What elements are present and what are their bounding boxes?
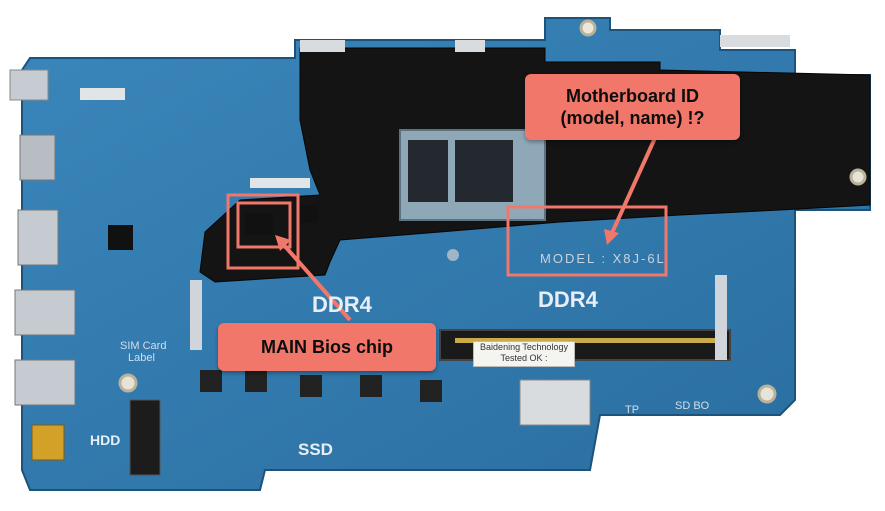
ddr4-label-left: DDR4	[312, 292, 372, 317]
cpu-die-right	[455, 140, 513, 202]
test-sticker: Baidening Technology Tested OK :	[473, 341, 575, 367]
bios-chip	[245, 213, 273, 235]
hdd-label: HDD	[90, 432, 121, 448]
hdmi-port	[17, 209, 59, 266]
sticker-line2: Tested OK :	[500, 352, 548, 363]
callout-motherboard-id-line1: Motherboard ID	[566, 85, 699, 106]
arrow-bios	[281, 242, 352, 322]
sticker-line1: Baidening Technology	[480, 342, 568, 352]
bty-label: BTY	[540, 380, 562, 392]
model-label: MODEL : X8J-6L	[540, 251, 666, 266]
callout-motherboard-id: Motherboard ID (model, name) !?	[525, 74, 740, 140]
sim-label: Label	[128, 352, 155, 364]
highlight-bios-inner	[236, 201, 292, 249]
cpu-die-left	[408, 140, 448, 202]
usb-port-2	[14, 359, 76, 406]
highlight-model	[506, 205, 668, 277]
power-jack	[31, 424, 65, 461]
tp-label: TP	[625, 404, 640, 416]
usb-port-1	[14, 289, 76, 336]
sd-bo-label: SD BO	[675, 400, 710, 412]
arrow-model	[610, 137, 657, 234]
callout-motherboard-id-line2: (model, name) !?	[560, 108, 705, 128]
callout-main-bios: MAIN Bios chip	[218, 323, 436, 371]
ram-latch-right	[715, 275, 727, 360]
battery-connector	[519, 379, 591, 426]
ddr4-label-right: DDR4	[538, 287, 598, 312]
usb-c-port	[9, 69, 49, 101]
sim-card-label: SIM Card	[120, 340, 167, 352]
ram-latch-left	[190, 280, 202, 350]
highlight-bios-outer	[226, 193, 300, 270]
ethernet-port	[19, 134, 56, 181]
ssd-label: SSD	[298, 440, 333, 459]
ssd-slot	[129, 399, 161, 476]
